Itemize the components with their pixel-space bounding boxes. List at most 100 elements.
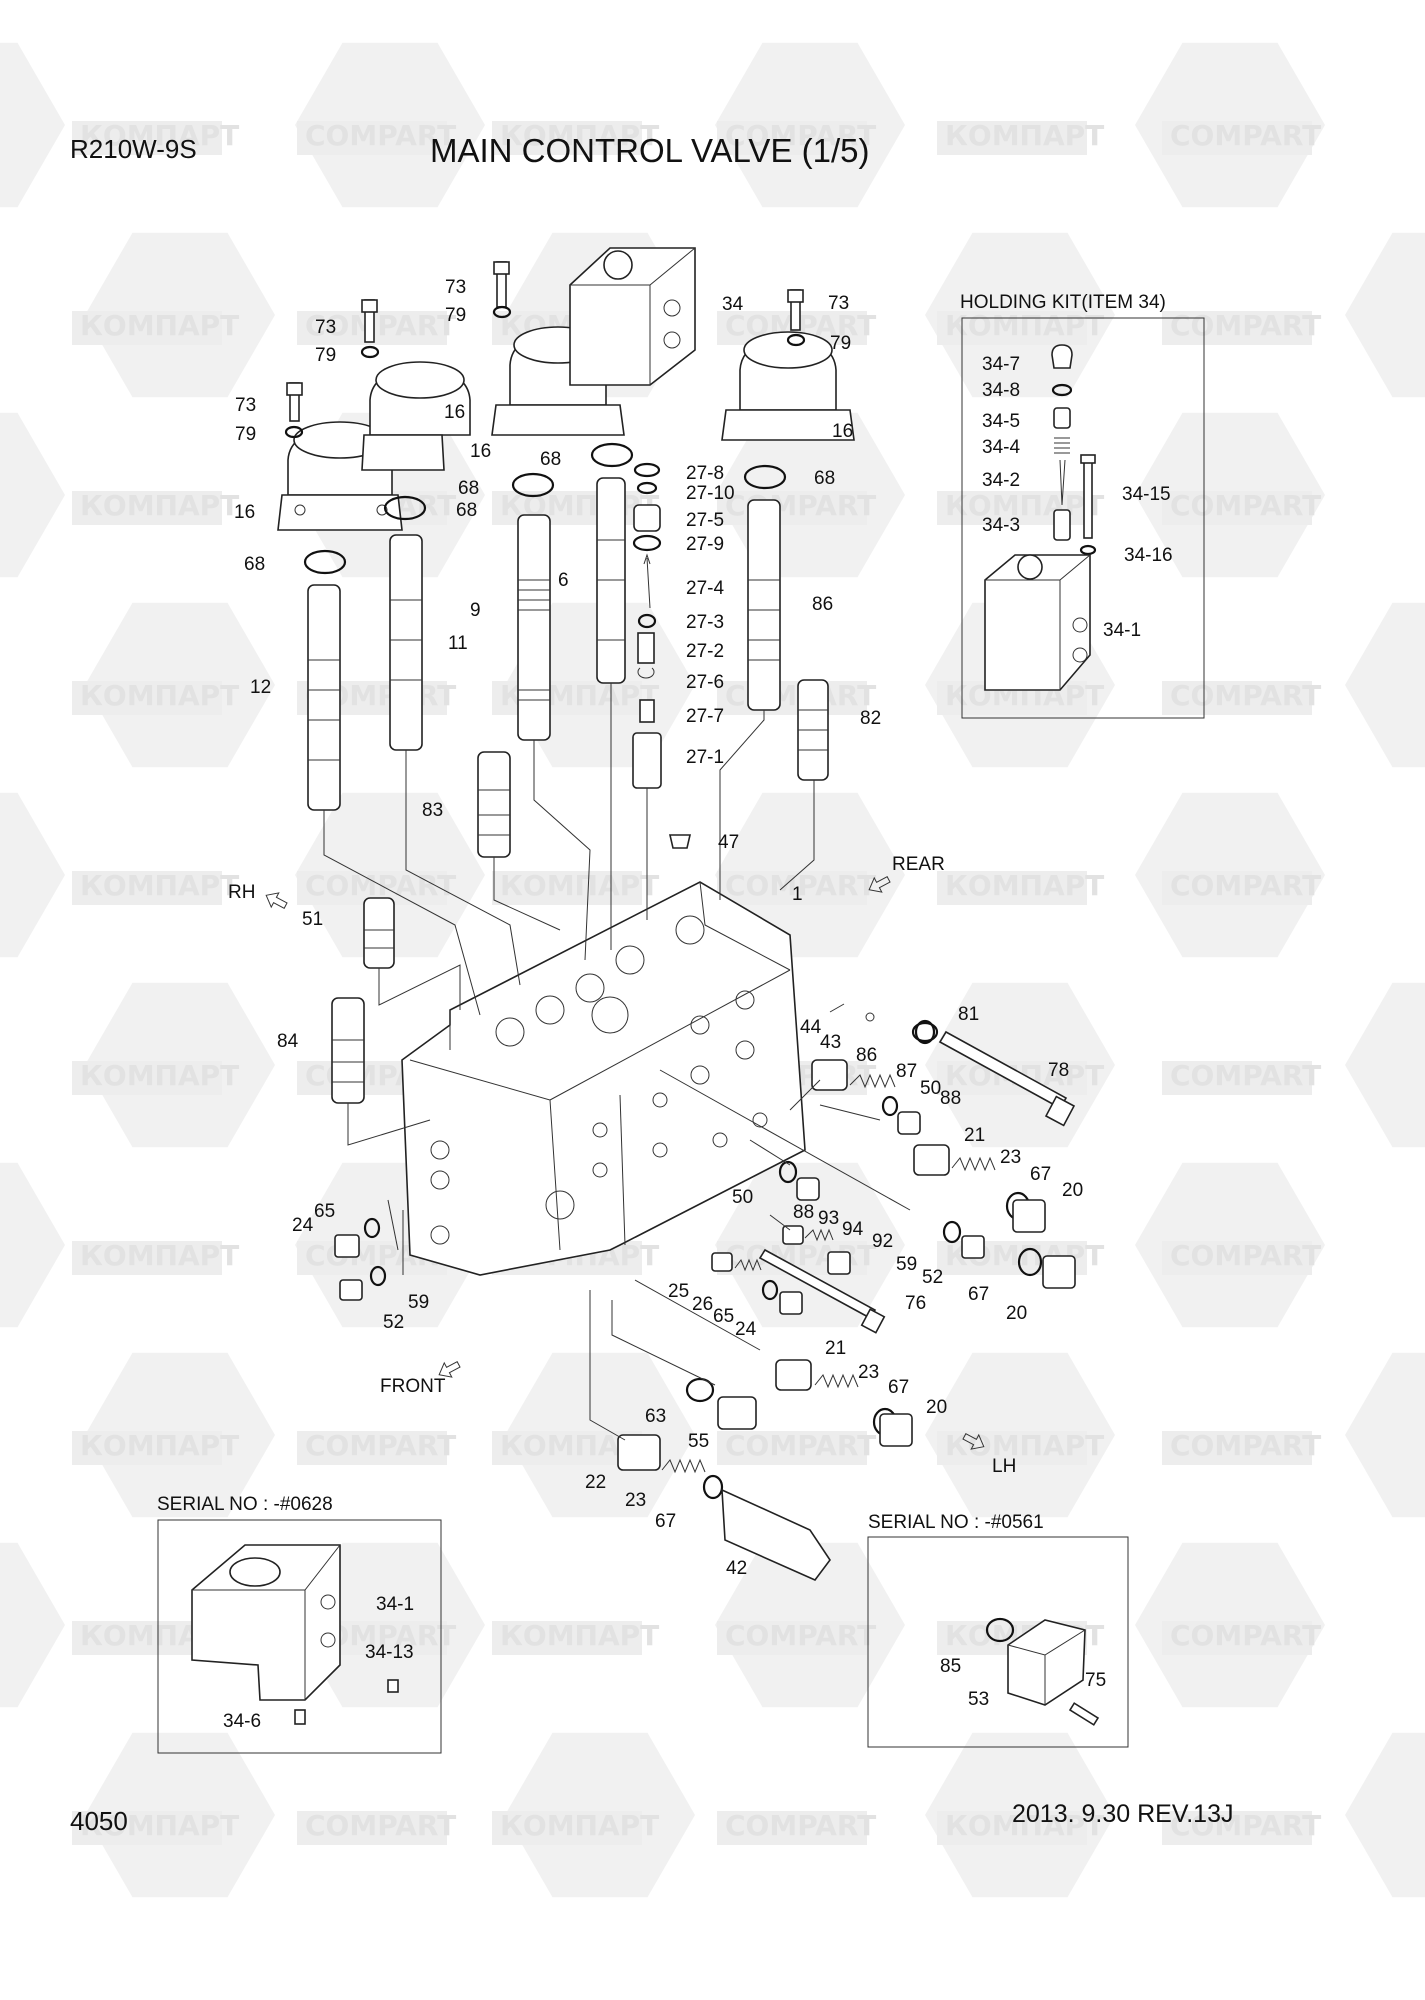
spool-9 xyxy=(517,514,551,741)
page-title: MAIN CONTROL VALVE (1/5) xyxy=(430,132,869,169)
callout: 27-2 xyxy=(686,641,724,662)
callout: 25 xyxy=(668,1281,689,1302)
watermark-band xyxy=(72,1811,222,1845)
relief-valve-83 xyxy=(477,751,511,858)
front-arrow-icon xyxy=(438,1361,461,1378)
watermark-band xyxy=(1162,871,1312,905)
callout: 68 xyxy=(814,468,835,489)
callout: 79 xyxy=(445,305,466,326)
callout: 52 xyxy=(922,1267,943,1288)
callout: 87 xyxy=(896,1061,917,1082)
watermark-text: КОМПАРТ xyxy=(500,119,659,152)
callout: 42 xyxy=(726,1558,747,1579)
callout: 92 xyxy=(872,1231,893,1252)
watermark-text: КОМПАРТ xyxy=(945,1429,1104,1462)
spool-86 xyxy=(747,499,781,711)
callout: 82 xyxy=(860,708,881,729)
callout: 79 xyxy=(830,333,851,354)
watermark-band xyxy=(492,681,642,715)
watermark-band xyxy=(1162,491,1312,525)
watermark-band xyxy=(72,681,222,715)
callout: 26 xyxy=(692,1294,713,1315)
watermark-text: COMPART xyxy=(725,119,876,152)
callout: 50 xyxy=(732,1187,753,1208)
callout: 34-6 xyxy=(223,1711,261,1732)
watermark-text: КОМПАРТ xyxy=(945,1809,1104,1842)
callout: 52 xyxy=(383,1312,404,1333)
callout: 78 xyxy=(1048,1060,1069,1081)
watermark-text: КОМПАРТ xyxy=(80,1239,239,1272)
watermark-text: COMPART xyxy=(1170,679,1321,712)
watermark-text: COMPART xyxy=(305,1429,456,1462)
cap-16-center-left xyxy=(361,361,471,471)
callout: 88 xyxy=(940,1088,961,1109)
callout: 34 xyxy=(722,294,744,315)
callout: 51 xyxy=(302,909,323,930)
watermark-text: COMPART xyxy=(725,1429,876,1462)
callout: 34-4 xyxy=(982,437,1020,458)
callout: 34-16 xyxy=(1124,545,1173,566)
direction-arrows: RH REAR FRONT LH xyxy=(228,854,1016,1477)
callout: 16 xyxy=(832,421,853,442)
callout: 67 xyxy=(968,1284,989,1305)
body-ports xyxy=(430,915,768,1245)
callout: 27-1 xyxy=(686,747,724,768)
right-side-components xyxy=(334,1019,1076,1581)
rh-label: RH xyxy=(228,882,255,903)
watermark-text: COMPART xyxy=(305,309,456,342)
watermark-text: COMPART xyxy=(725,1809,876,1842)
washers-79 xyxy=(284,305,806,439)
page-number: 4050 xyxy=(70,1806,128,1836)
watermark-hex-icon xyxy=(1345,232,1425,398)
watermark-band xyxy=(717,121,867,155)
watermark-text: КОМПАРТ xyxy=(945,119,1104,152)
callout: 27-4 xyxy=(686,578,724,599)
callout: 68 xyxy=(458,478,479,499)
callout: 68 xyxy=(456,500,477,521)
watermark-text: COMPART xyxy=(1170,119,1321,152)
callout: 73 xyxy=(828,293,849,314)
watermark-hex-icon xyxy=(1345,982,1425,1148)
watermark-text: КОМПАРТ xyxy=(945,489,1104,522)
callout: 21 xyxy=(964,1125,985,1146)
watermark-text: КОМПАРТ xyxy=(80,679,239,712)
date-revision: 2013. 9.30 REV.13J xyxy=(1012,1800,1233,1828)
watermark-text: КОМПАРТ xyxy=(80,1059,239,1092)
callout: 27-3 xyxy=(686,612,724,633)
callout: 27-10 xyxy=(686,483,735,504)
callout: 73 xyxy=(235,395,256,416)
watermark-band xyxy=(1162,1061,1312,1095)
watermark-text: КОМПАРТ xyxy=(80,119,239,152)
callout-labels: 73 79 34 73 79 73 79 73 79 16 16 16 16 6… xyxy=(223,277,1173,1732)
rear-arrow-icon xyxy=(868,876,891,893)
callout: 75 xyxy=(1085,1670,1106,1691)
callout: 81 xyxy=(958,1004,979,1025)
spool-11 xyxy=(389,534,423,751)
spool-6 xyxy=(596,477,626,684)
watermark-text: COMPART xyxy=(305,1809,456,1842)
callout: 63 xyxy=(645,1406,666,1427)
callout: 47 xyxy=(718,832,739,853)
watermark-band xyxy=(1162,311,1312,345)
relief-valve-84 xyxy=(331,997,365,1104)
callout: 67 xyxy=(1030,1164,1051,1185)
callout: 84 xyxy=(277,1031,299,1052)
watermark-hex-icon xyxy=(0,1542,65,1708)
callout: 34-2 xyxy=(982,470,1020,491)
leader-lines xyxy=(323,683,911,1441)
plug-51 xyxy=(363,897,395,969)
watermark-text: КОМПАРТ xyxy=(500,1809,659,1842)
holding-kit-block-34 xyxy=(569,247,696,386)
watermark-band xyxy=(72,1241,222,1275)
watermark-band xyxy=(492,1811,642,1845)
callout: 24 xyxy=(292,1215,314,1236)
watermark-band xyxy=(297,121,447,155)
watermark-text: КОМПАРТ xyxy=(80,309,239,342)
watermark-band xyxy=(937,1811,1087,1845)
callout: 22 xyxy=(585,1472,606,1493)
callout: 68 xyxy=(244,554,265,575)
watermark-band xyxy=(492,1621,642,1655)
watermark-band xyxy=(717,1621,867,1655)
watermark-text: COMPART xyxy=(1170,1619,1321,1652)
watermark-hex-icon xyxy=(0,42,65,208)
